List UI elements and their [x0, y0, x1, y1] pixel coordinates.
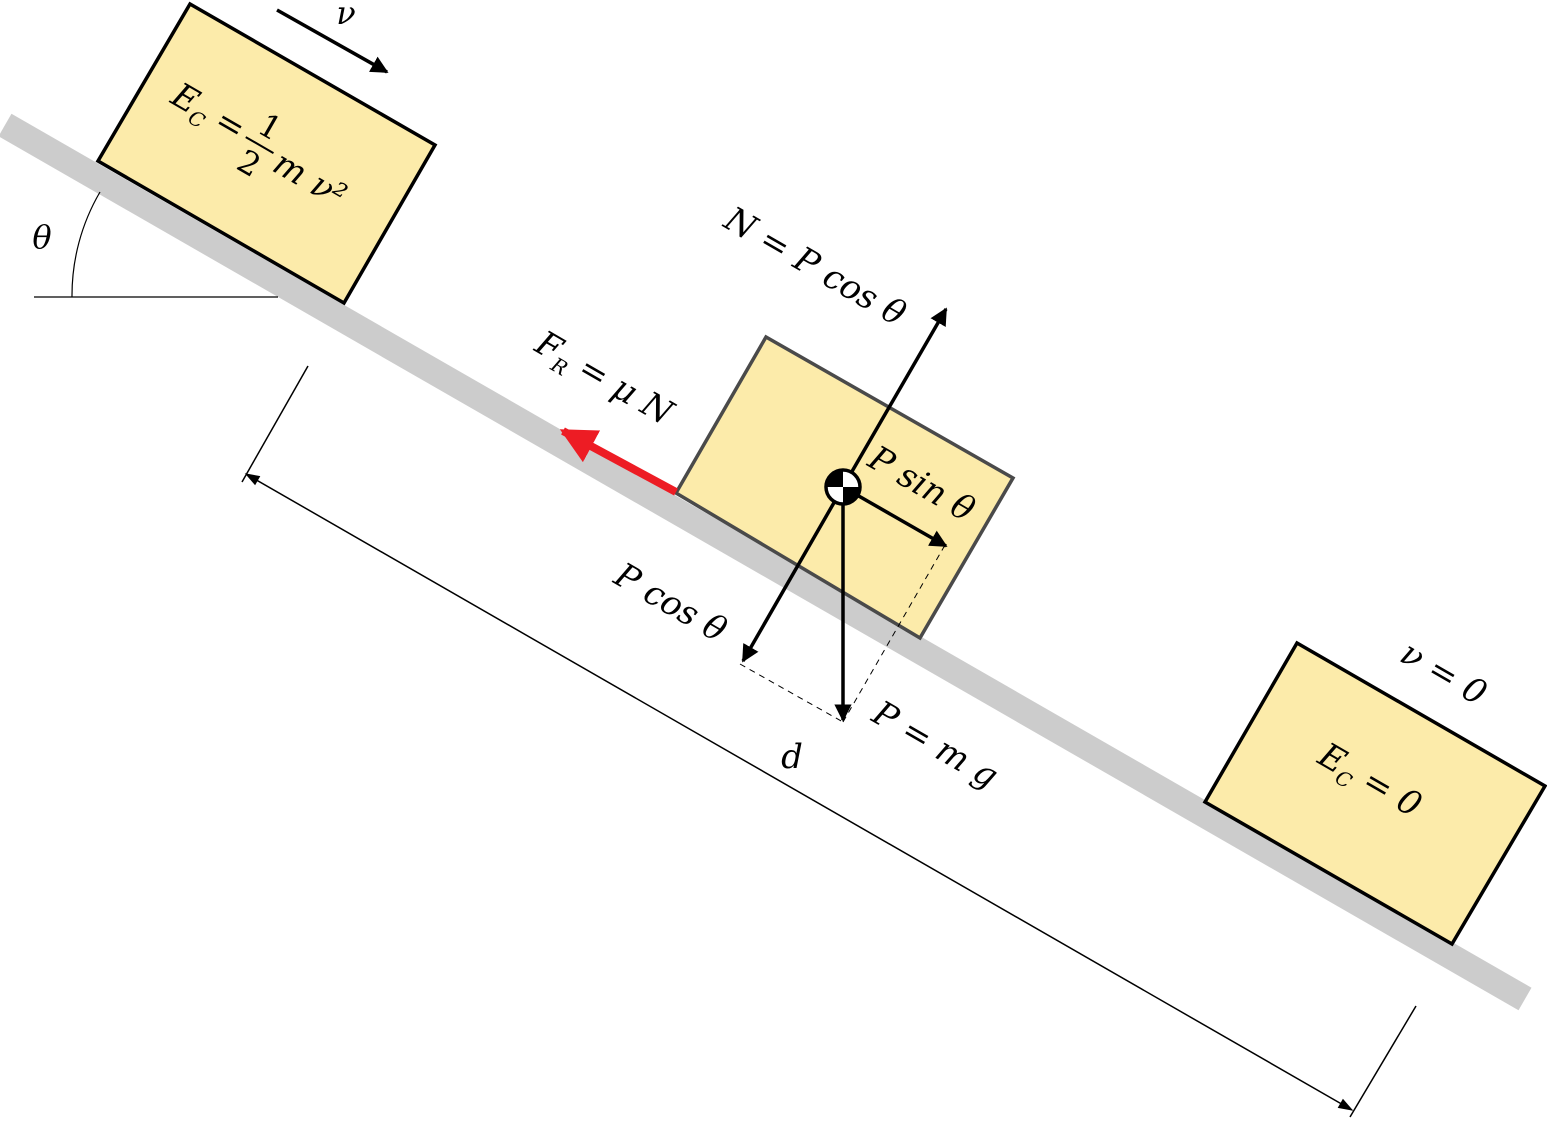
- p-cos-label: P cos θ: [607, 555, 733, 651]
- fraction-bar: [245, 136, 274, 154]
- center-of-mass-icon: [824, 468, 862, 506]
- component-dash-1: [739, 663, 844, 723]
- normal-force-arrow: [841, 307, 948, 488]
- distance-label: d: [781, 737, 803, 777]
- distance-tick-right: [1349, 1005, 1417, 1118]
- block-top: [95, 1, 438, 306]
- friction-label: FR = μ N: [526, 323, 681, 438]
- theta-label: θ: [32, 218, 51, 256]
- angle-arc: [71, 191, 101, 298]
- weight-label: P = m g: [865, 693, 1005, 797]
- distance-dimension-arrow: [244, 473, 1354, 1111]
- distance-tick-left: [241, 365, 309, 483]
- velocity-arrow-top: [276, 8, 389, 74]
- velocity-label-top: ν: [336, 0, 355, 32]
- block-bottom: [1202, 640, 1547, 947]
- normal-force-label: N = P cos θ: [717, 199, 913, 335]
- velocity-zero-label: ν = 0: [1394, 633, 1494, 714]
